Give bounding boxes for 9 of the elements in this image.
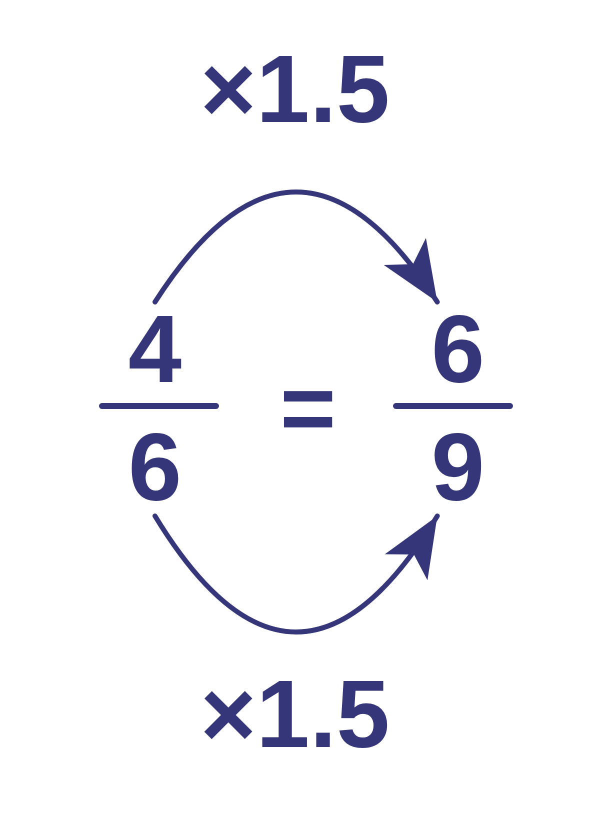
- digit: 6: [431, 302, 485, 398]
- edge-label: ×1.5: [200, 667, 390, 763]
- curved-arrow: [152, 514, 440, 634]
- curved-arrow: [152, 190, 440, 304]
- digit: 9: [431, 420, 485, 516]
- equals-sign: =: [280, 361, 336, 457]
- digit: 4: [128, 302, 182, 398]
- edge-label: ×1.5: [200, 42, 390, 138]
- digit: 6: [128, 420, 182, 516]
